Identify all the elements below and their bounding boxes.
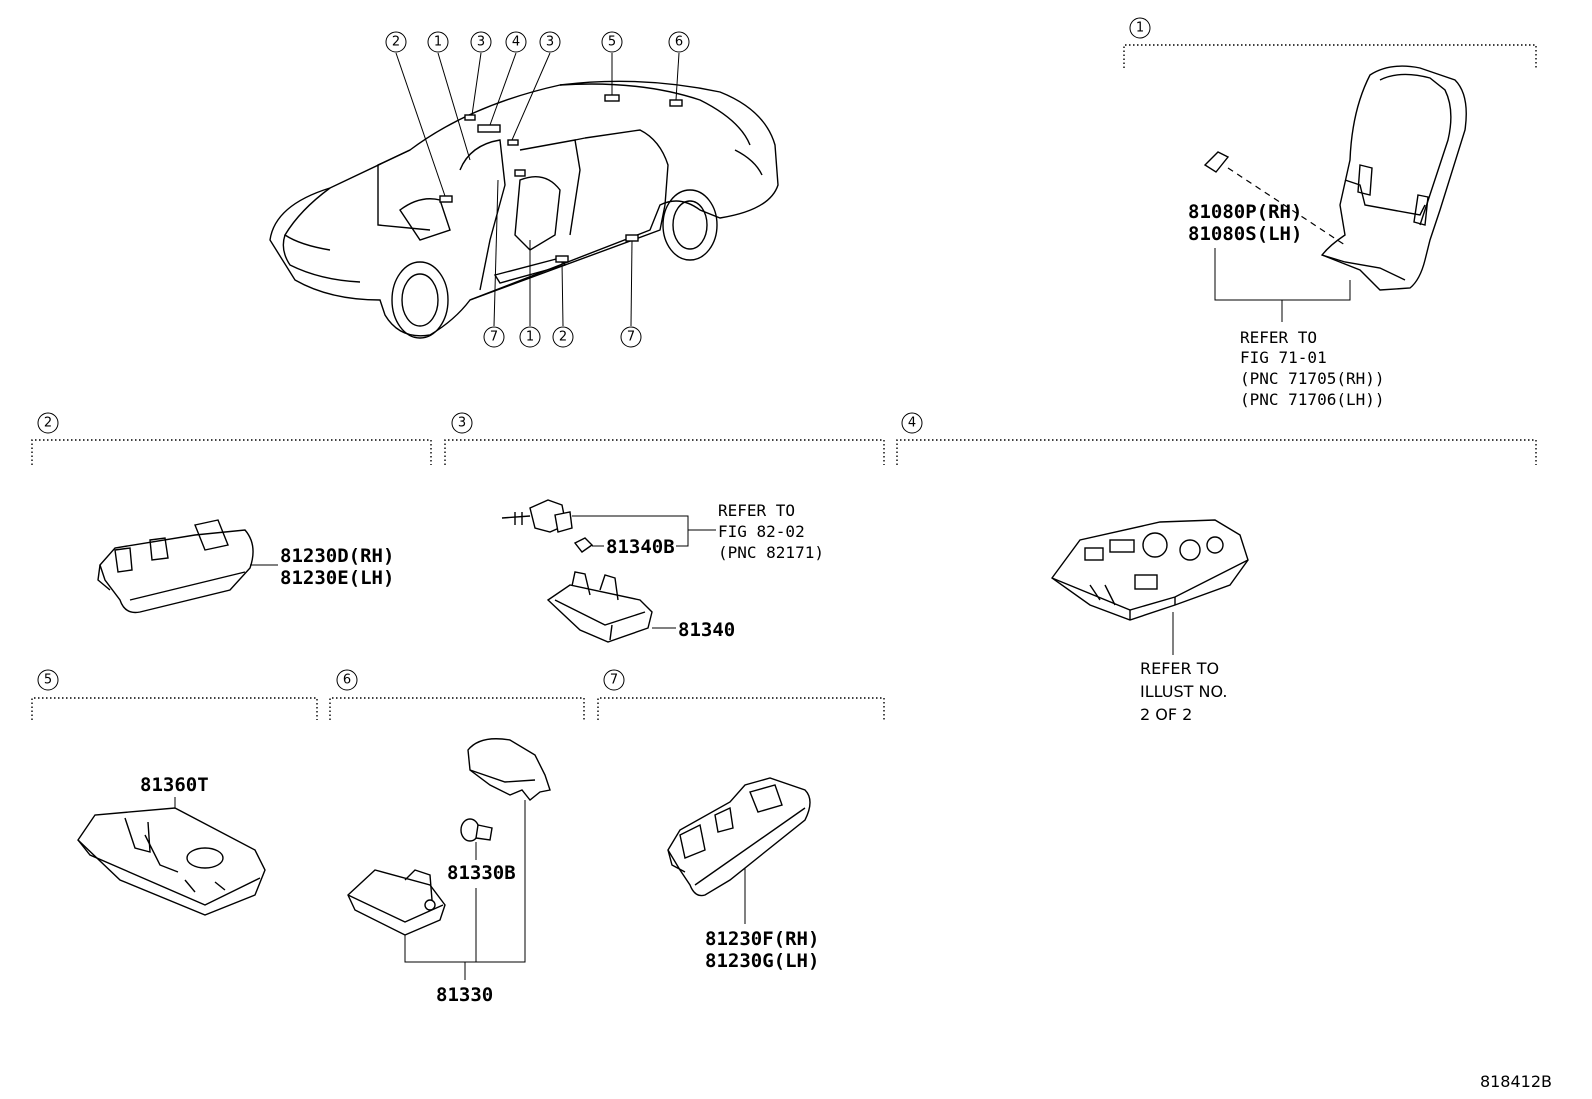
part-81330B: 81330B (447, 862, 516, 884)
callout-4-top: 4 (505, 31, 527, 53)
svg-text:7: 7 (490, 330, 498, 345)
section-7: 7 81230F(RH) 81230G(LH) (597, 669, 885, 972)
section-3-refer-line2: FIG 82-02 (718, 522, 805, 541)
section-3-callout: 3 (451, 412, 473, 434)
svg-text:5: 5 (608, 35, 616, 50)
svg-text:7: 7 (610, 673, 618, 688)
socket-wire (501, 499, 573, 533)
room-lamp-81360T (77, 807, 266, 916)
door-courtesy-lamp-rear (667, 777, 811, 897)
section-1-refer-line4: (PNC 71706(LH)) (1240, 390, 1385, 409)
svg-text:4: 4 (908, 416, 916, 431)
callout-6-top: 6 (668, 31, 690, 53)
section-3-refer-line1: REFER TO (718, 501, 795, 520)
callout-7-bottom-a: 7 (483, 326, 505, 348)
section-4-refer-line1: REFER TO (1140, 659, 1219, 678)
section-2: 2 81230D(RH) 81230E(LH) (31, 412, 432, 614)
overhead-console-illustration (1051, 519, 1249, 621)
svg-text:2: 2 (44, 416, 52, 431)
section-4-refer-line2: ILLUST NO. (1140, 682, 1227, 701)
callout-5-top: 5 (601, 31, 623, 53)
svg-text:1: 1 (526, 330, 534, 345)
section-5: 5 81360T (31, 669, 318, 916)
svg-text:6: 6 (343, 673, 351, 688)
part-81340B: 81340B (606, 536, 675, 558)
figure-code: 818412B (1480, 1072, 1552, 1091)
section-1-refer-line1: REFER TO (1240, 328, 1317, 347)
callout-2-bottom: 2 (552, 326, 574, 348)
section-1-refer-line3: (PNC 71705(RH)) (1240, 369, 1385, 388)
section-5-callout: 5 (37, 669, 59, 691)
svg-text:2: 2 (392, 35, 400, 50)
part-81230E: 81230E(LH) (280, 567, 394, 589)
callout-1-top: 1 (427, 31, 449, 53)
seat-lamp-clip (1203, 151, 1230, 173)
callout-3-top-b: 3 (539, 31, 561, 53)
part-81080P: 81080P(RH) (1188, 201, 1302, 223)
section-3-refer-line3: (PNC 82171) (718, 543, 824, 562)
part-81330: 81330 (436, 984, 493, 1006)
car-overview: 2 1 3 4 3 5 6 7 1 2 7 (269, 31, 779, 348)
section-7-callout: 7 (603, 669, 625, 691)
svg-text:7: 7 (627, 330, 635, 345)
part-81340: 81340 (678, 619, 735, 641)
svg-text:3: 3 (458, 416, 466, 431)
section-1: 1 81080P(RH) 81080S(LH) REFER TO FIG 71-… (1123, 17, 1537, 409)
part-81230G: 81230G(LH) (705, 950, 819, 972)
callout-2-top: 2 (385, 31, 407, 53)
section-4-refer-line3: 2 OF 2 (1140, 705, 1192, 724)
lamp-housing-81330 (347, 869, 446, 936)
bulb-81330B (460, 818, 493, 842)
svg-text:1: 1 (1136, 21, 1144, 36)
section-6-callout: 6 (336, 669, 358, 691)
section-3: 3 81340B REFER TO FIG 82-02 (PNC 82171) … (444, 412, 885, 643)
door-courtesy-lamp-front (97, 519, 254, 614)
callout-3-top-a: 3 (470, 31, 492, 53)
section-4-callout: 4 (901, 412, 923, 434)
callout-7-bottom-b: 7 (620, 326, 642, 348)
section-6: 6 81330B 81330 (329, 669, 585, 1006)
seat-back-illustration (1320, 65, 1467, 291)
section-1-refer-line2: FIG 71-01 (1240, 348, 1327, 367)
callout-1-bottom: 1 (519, 326, 541, 348)
section-1-callout: 1 (1129, 17, 1151, 39)
part-81230F: 81230F(RH) (705, 928, 819, 950)
svg-text:3: 3 (546, 35, 554, 50)
svg-text:3: 3 (477, 35, 485, 50)
svg-text:2: 2 (559, 330, 567, 345)
svg-text:5: 5 (44, 673, 52, 688)
section-4: 4 REFER TO ILLUST NO. 2 OF 2 (896, 412, 1537, 724)
part-81230D: 81230D(RH) (280, 545, 394, 567)
lamp-81340 (546, 571, 653, 643)
bulb-81340B (573, 537, 594, 553)
part-81360T: 81360T (140, 774, 209, 796)
svg-text:1: 1 (434, 35, 442, 50)
svg-text:6: 6 (675, 35, 683, 50)
svg-text:4: 4 (512, 35, 520, 50)
lamp-cover (467, 738, 551, 801)
part-81080S: 81080S(LH) (1188, 223, 1302, 245)
section-2-callout: 2 (37, 412, 59, 434)
